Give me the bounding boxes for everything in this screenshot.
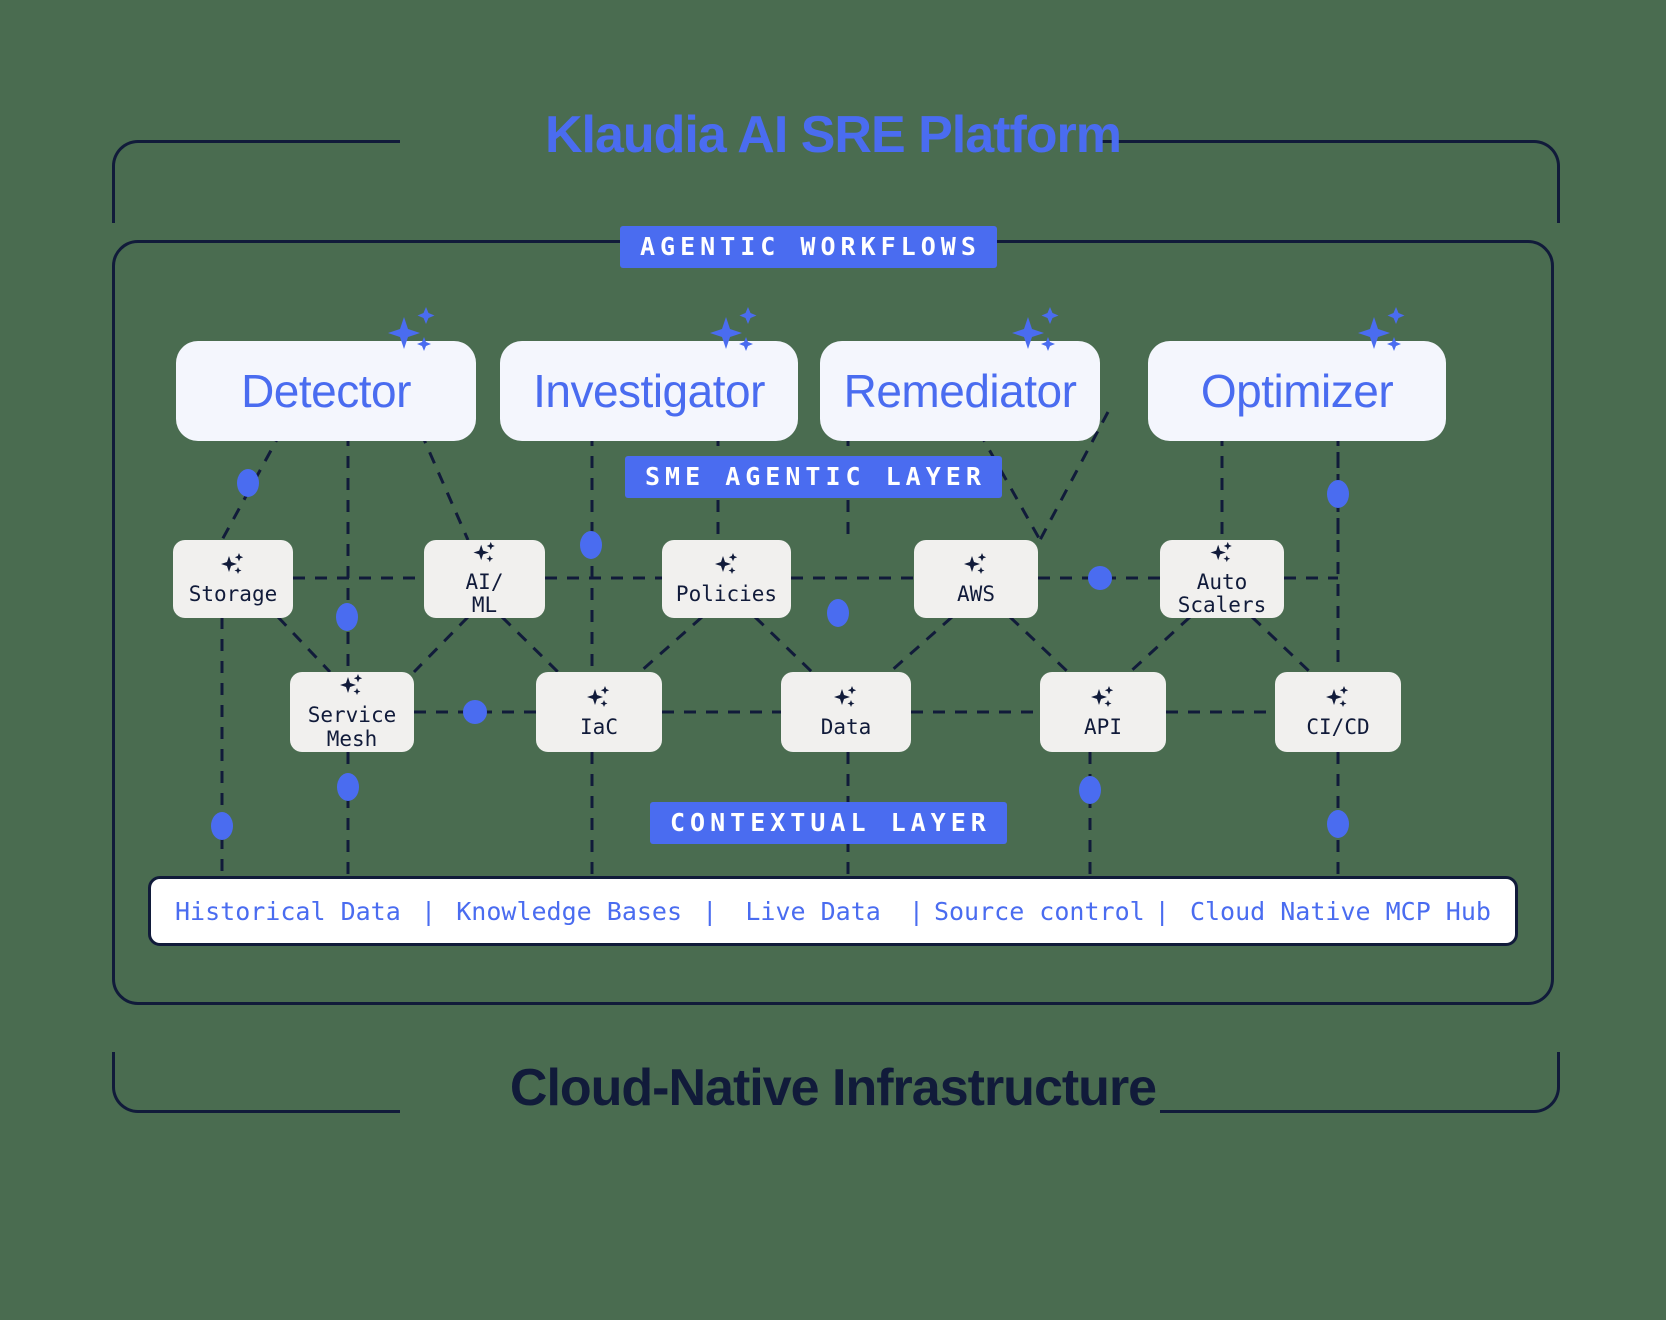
sme-node-label: AWS [957, 582, 995, 607]
sme-node-data[interactable]: Data [781, 672, 911, 752]
sme-node-label: Auto Scalers [1177, 569, 1267, 618]
title-gap-mask [400, 128, 1100, 158]
sparkle-icon [964, 553, 987, 575]
sparkle-icon [221, 553, 244, 575]
sparkle-icon [340, 674, 363, 696]
contextual-sources-list: Historical Data | Knowledge Bases | Live… [151, 897, 1515, 926]
context-source-knowledge-bases[interactable]: Knowledge Bases [456, 896, 683, 926]
section-label-contextual-layer: CONTEXTUAL LAYER [650, 802, 1007, 844]
agent-label: Detector [241, 365, 411, 417]
sme-node-api[interactable]: API [1040, 672, 1166, 752]
sme-node-label: AI/ ML [465, 569, 504, 618]
footer-gap-mask [400, 1095, 1160, 1125]
sme-node-label: IaC [580, 715, 618, 740]
sparkle-icon [1210, 541, 1232, 563]
sparkle-icon [1012, 307, 1059, 351]
agent-label: Remediator [843, 365, 1077, 417]
sme-node-label: CI/CD [1306, 715, 1370, 740]
agent-card-investigator[interactable]: Investigator [500, 307, 798, 441]
sme-node-label: API [1084, 715, 1122, 740]
sparkle-icon [714, 553, 737, 575]
section-label-sme-agentic-layer: SME AGENTIC LAYER [625, 456, 1002, 498]
sme-node-ai-ml[interactable]: AI/ ML [424, 540, 545, 618]
sparkle-icon [1358, 307, 1405, 351]
sme-node-label: Storage [188, 582, 278, 607]
separator-2: | [702, 896, 718, 926]
sme-node-label: Service Mesh [307, 703, 397, 751]
agent-card-remediator[interactable]: Remediator [820, 307, 1100, 441]
sme-node-label: Policies [675, 582, 778, 607]
sme-node-label: Data [820, 715, 872, 740]
context-source-cloud-native-mcp-hub[interactable]: Cloud Native MCP Hub [1189, 896, 1491, 926]
agent-card-optimizer[interactable]: Optimizer [1148, 307, 1446, 441]
footer-title: Cloud-Native Infrastructure [509, 1059, 1157, 1117]
sparkle-icon [388, 307, 435, 351]
sme-node-storage[interactable]: Storage [173, 540, 293, 618]
separator-4: | [1154, 896, 1170, 926]
sme-node-aws[interactable]: AWS [914, 540, 1038, 618]
sparkle-icon [1326, 686, 1349, 708]
agent-label: Optimizer [1200, 365, 1394, 417]
sme-node-auto-scalers[interactable]: Auto Scalers [1160, 540, 1284, 618]
sme-node-service-mesh[interactable]: Service Mesh [290, 672, 414, 752]
sparkle-icon [587, 686, 610, 708]
sparkle-icon [710, 307, 757, 351]
context-source-live-data[interactable]: Live Data [745, 896, 881, 926]
section-label-agentic-workflows: AGENTIC WORKFLOWS [620, 226, 997, 268]
page-title: Klaudia AI SRE Platform [544, 106, 1122, 164]
sparkle-icon [472, 541, 495, 563]
context-source-source-control[interactable]: Source control [933, 896, 1145, 926]
context-source-historical-data[interactable]: Historical Data [175, 896, 401, 926]
sme-node-cicd[interactable]: CI/CD [1275, 672, 1401, 752]
agent-card-detector[interactable]: Detector [176, 307, 476, 441]
separator-3: | [908, 896, 924, 926]
agent-label: Investigator [533, 365, 765, 417]
sme-node-policies[interactable]: Policies [662, 540, 791, 618]
contextual-data-bar: Historical Data | Knowledge Bases | Live… [148, 876, 1518, 946]
sme-node-iac[interactable]: IaC [536, 672, 662, 752]
separator-1: | [420, 896, 437, 926]
sparkle-icon [834, 686, 857, 708]
sparkle-icon [1091, 686, 1114, 708]
